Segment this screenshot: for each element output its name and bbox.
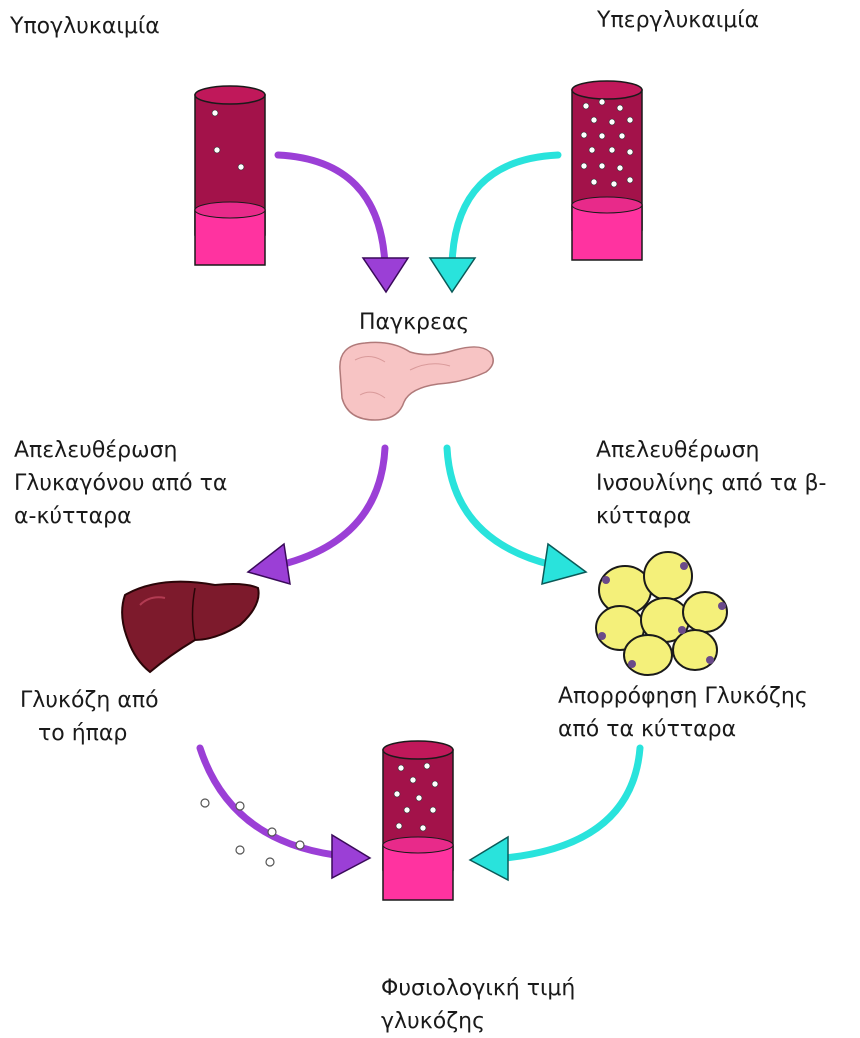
label-line: κύτταρα bbox=[596, 500, 826, 533]
label-pancreas-text: Παγκρεας bbox=[359, 306, 469, 339]
glucose-molecule-icon bbox=[236, 846, 244, 854]
label-insulin-release: Απελευθέρωση Ινσουλίνης από τα β- κύτταρ… bbox=[596, 434, 826, 533]
glucose-molecule-icon bbox=[214, 147, 220, 153]
label-line: Απελευθέρωση bbox=[14, 434, 227, 467]
label-line: Απορρόφηση Γλυκόζης bbox=[558, 680, 808, 713]
blood-tube-icon bbox=[572, 81, 642, 260]
blood-tube-icon bbox=[195, 86, 265, 265]
arrow-pancreas-to-cells bbox=[447, 448, 586, 584]
label-line: Γλυκόζη από bbox=[20, 684, 159, 717]
label-hypoglycemia: Υπογλυκαιμία bbox=[10, 10, 160, 43]
label-hyperglycemia-text: Υπεργλυκαιμία bbox=[597, 4, 759, 37]
glucose-molecule-icon bbox=[201, 799, 209, 807]
arrow-liver-to-blood bbox=[200, 748, 370, 878]
glucose-molecule-icon bbox=[238, 164, 244, 170]
label-line: γλυκόζης bbox=[381, 1005, 575, 1038]
arrow-cells-to-blood bbox=[470, 748, 640, 880]
glucose-molecule-icon bbox=[296, 841, 304, 849]
glucose-molecule-icon bbox=[266, 858, 274, 866]
label-normal-glucose: Φυσιολογική τιμή γλυκόζης bbox=[381, 972, 575, 1038]
label-hypoglycemia-text: Υπογλυκαιμία bbox=[10, 10, 160, 43]
arrow-pancreas-to-liver bbox=[248, 448, 385, 584]
glucose-molecule-icon bbox=[268, 828, 276, 836]
glucose-molecule-icon bbox=[212, 110, 218, 116]
label-line: από τα κύτταρα bbox=[558, 713, 808, 746]
label-line: Απελευθέρωση bbox=[596, 434, 826, 467]
label-hyperglycemia: Υπεργλυκαιμία bbox=[597, 4, 759, 37]
pancreas-icon bbox=[340, 342, 493, 420]
label-glucagon-release: Απελευθέρωση Γλυκαγόνου από τα α-κύτταρα bbox=[14, 434, 227, 533]
label-line: Ινσουλίνης από τα β- bbox=[596, 467, 826, 500]
glucose-molecule-icon bbox=[236, 802, 244, 810]
label-line: α-κύτταρα bbox=[14, 500, 227, 533]
label-line: Γλυκαγόνου από τα bbox=[14, 467, 227, 500]
blood-tube-icon bbox=[383, 741, 453, 900]
label-line: Φυσιολογική τιμή bbox=[381, 972, 575, 1005]
label-liver-glucose: Γλυκόζη από το ήπαρ bbox=[20, 684, 159, 750]
fat-cells-icon bbox=[596, 552, 727, 675]
label-pancreas: Παγκρεας bbox=[359, 306, 469, 339]
liver-icon bbox=[122, 582, 258, 672]
label-line: το ήπαρ bbox=[20, 717, 159, 750]
arrow-hyper-to-pancreas bbox=[430, 155, 558, 292]
arrow-hypo-to-pancreas bbox=[278, 155, 408, 292]
label-cell-uptake: Απορρόφηση Γλυκόζης από τα κύτταρα bbox=[558, 680, 808, 746]
